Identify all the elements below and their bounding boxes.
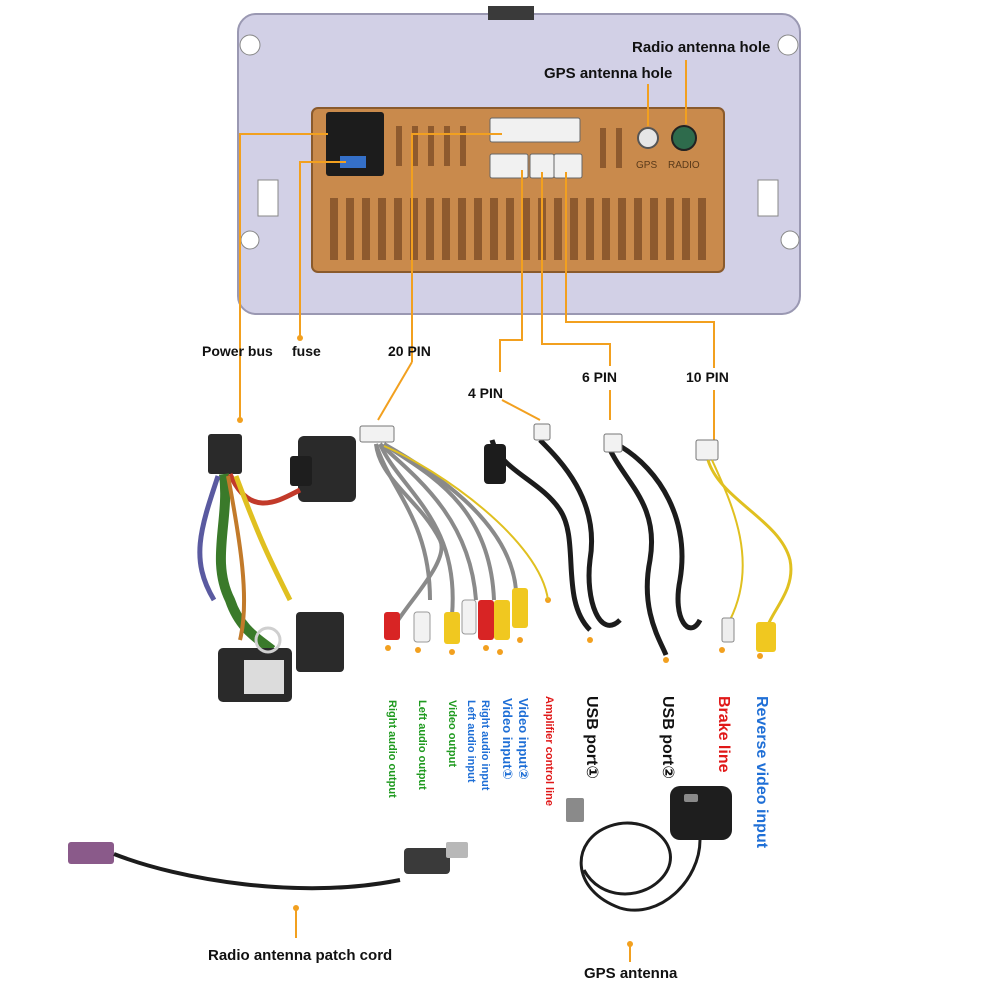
amplifier-control-line-label: Amplifier control line bbox=[543, 696, 555, 807]
gps-cable bbox=[579, 821, 702, 912]
gps-antenna bbox=[566, 786, 732, 912]
harness-plug-top bbox=[208, 434, 242, 474]
pin20-leader-diag bbox=[377, 361, 413, 421]
gps-puck bbox=[670, 786, 732, 840]
gps-antenna-socket bbox=[637, 127, 659, 149]
gps-antenna-hole-label: GPS antenna hole bbox=[544, 65, 673, 82]
harness-plug-right bbox=[298, 436, 356, 502]
harness-ring bbox=[254, 626, 282, 654]
usb-cable-1 bbox=[489, 439, 592, 632]
usb-cable-2 bbox=[603, 439, 669, 656]
rca-right-audio-input bbox=[478, 600, 494, 640]
fuse-slot bbox=[340, 156, 366, 168]
left-audio-input-label: Left audio input bbox=[465, 700, 477, 783]
connector-10pin-plug bbox=[695, 439, 719, 461]
connector-20pin-socket bbox=[489, 117, 581, 143]
rca-video-input-1 bbox=[494, 600, 510, 640]
fuse-label: fuse bbox=[292, 343, 321, 359]
head-unit: GPS RADIO bbox=[237, 6, 801, 315]
brake-line-label: Brake line bbox=[715, 696, 732, 773]
left-audio-output-label: Left audio output bbox=[416, 700, 428, 790]
connector-4pin-socket bbox=[489, 153, 529, 179]
gps-antenna-label: GPS antenna bbox=[584, 965, 678, 982]
fakra-plug bbox=[68, 842, 114, 864]
rca-left-audio-output bbox=[413, 611, 431, 643]
harness-plug-bottom bbox=[296, 612, 344, 672]
radio-antenna-patch-cord bbox=[68, 842, 468, 891]
pin10-leader bbox=[565, 172, 715, 368]
main-power-harness bbox=[197, 434, 356, 702]
mounting-hole bbox=[239, 34, 261, 56]
radio-socket-marking: RADIO bbox=[668, 160, 700, 171]
rca-right-audio-output bbox=[384, 612, 400, 640]
side-bracket bbox=[757, 179, 779, 217]
usb-port-2-label: USB port② bbox=[659, 696, 676, 779]
side-bracket bbox=[257, 179, 279, 217]
power-bus-label: Power bus bbox=[202, 343, 273, 359]
pin20-label: 20 PIN bbox=[388, 343, 431, 359]
mounting-hole bbox=[240, 230, 260, 250]
connector-10pin-socket bbox=[553, 153, 583, 179]
pin10-label: 10 PIN bbox=[686, 369, 729, 385]
rca-video-output bbox=[444, 612, 460, 644]
pin4-leader-diag bbox=[501, 399, 541, 421]
harness-plug-right2 bbox=[290, 456, 312, 486]
connector-4pin-plug bbox=[533, 423, 551, 441]
brake-line-terminal bbox=[721, 617, 735, 643]
right-audio-input-label: Right audio input bbox=[479, 700, 491, 791]
video-output-label: Video output bbox=[446, 700, 458, 768]
pin6-leader bbox=[541, 172, 611, 366]
rca-reverse-video-input bbox=[756, 622, 776, 652]
canbus-label bbox=[244, 660, 284, 694]
mounting-hole bbox=[780, 230, 800, 250]
fuse-leader bbox=[299, 161, 346, 338]
right-audio-output-label: Right audio output bbox=[386, 700, 398, 798]
radio-antenna-patch-cord-label: Radio antenna patch cord bbox=[208, 947, 393, 964]
pin20-leader bbox=[411, 133, 502, 362]
video-input-2-label: Video input② bbox=[516, 698, 531, 780]
leader-lines bbox=[239, 60, 715, 962]
usb-port-1-label: USB port① bbox=[583, 696, 600, 779]
usb-cable-2-loop bbox=[618, 443, 703, 631]
video-input-1-label: Video input① bbox=[500, 698, 515, 780]
pin6-label: 6 PIN bbox=[582, 369, 618, 385]
pin4-label: 4 PIN bbox=[468, 385, 504, 401]
power-bus-leader bbox=[239, 133, 328, 418]
reverse-video-input-label: Reverse video input bbox=[753, 696, 770, 849]
usb-cables bbox=[489, 438, 703, 656]
radio-antenna-hole-label: Radio antenna hole bbox=[632, 39, 771, 56]
reverse-harness bbox=[695, 439, 793, 652]
usb-plug-1 bbox=[484, 444, 506, 484]
leader-dots bbox=[237, 335, 763, 947]
usb-cable-1-loop bbox=[538, 438, 622, 628]
rca-video-input-2 bbox=[512, 588, 528, 628]
mounting-hole bbox=[777, 34, 799, 56]
radio-antenna-socket bbox=[671, 125, 697, 151]
din-antenna-plug bbox=[404, 848, 450, 874]
panel-top-tab bbox=[488, 6, 534, 20]
rca-harness bbox=[359, 425, 549, 644]
gps-plug bbox=[566, 798, 584, 822]
gps-socket-marking: GPS bbox=[636, 160, 657, 171]
pin4-leader bbox=[499, 170, 523, 372]
rca-left-audio-input bbox=[461, 599, 477, 635]
connector-6pin-plug bbox=[603, 433, 623, 453]
connector-20pin-plug bbox=[359, 425, 395, 443]
